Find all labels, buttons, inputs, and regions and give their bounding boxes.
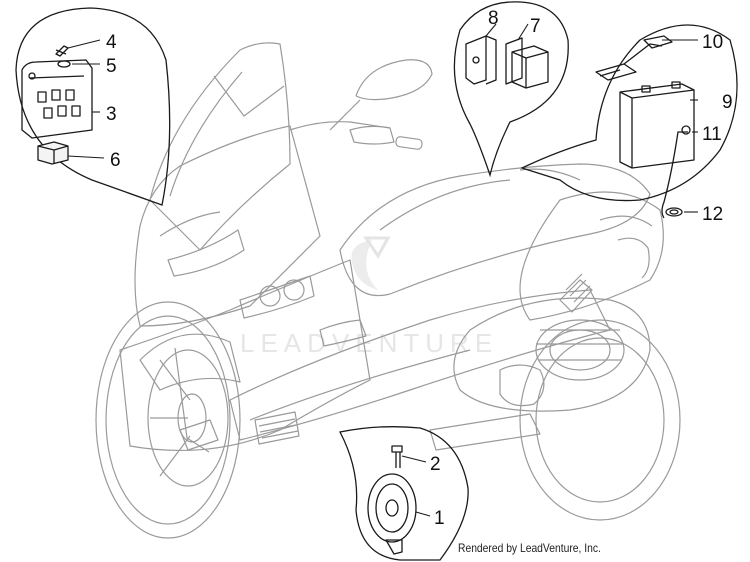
callout-6: 6 <box>110 150 121 171</box>
watermark: LEADVENTURE <box>240 236 498 358</box>
relay-bracket-plate <box>21 59 93 139</box>
leader-lines <box>67 23 698 517</box>
battery-strap <box>595 35 673 81</box>
callout-7: 7 <box>530 16 541 37</box>
bracket-screw <box>55 45 69 57</box>
mount-bracket <box>465 35 497 85</box>
fixing-clip <box>505 37 549 89</box>
cable-grommet <box>665 207 683 217</box>
horn-bolt <box>391 445 403 468</box>
callout-bubbles <box>15 1 738 561</box>
callout-12: 12 <box>702 204 723 225</box>
battery-cable <box>661 125 691 219</box>
callout-2: 2 <box>430 454 441 475</box>
callout-4: 4 <box>106 32 117 53</box>
bracket-washer <box>57 60 71 68</box>
callout-labels: 4 5 3 6 8 7 10 9 11 12 2 1 <box>106 8 733 529</box>
callout-3: 3 <box>106 104 117 125</box>
horn <box>367 473 417 555</box>
callout-11: 11 <box>702 124 722 145</box>
callout-8: 8 <box>488 8 499 29</box>
battery <box>619 81 695 169</box>
relay <box>37 141 69 165</box>
scooter-drawing <box>95 42 681 539</box>
callout-9: 9 <box>722 92 733 113</box>
render-credit: Rendered by LeadVenture, Inc. <box>458 541 601 555</box>
callout-5: 5 <box>106 56 117 77</box>
bubble-top-right <box>520 24 738 202</box>
callout-1: 1 <box>434 508 445 529</box>
watermark-text: LEADVENTURE <box>240 328 498 358</box>
bubble-bottom <box>339 426 469 561</box>
bubble-top-center <box>453 1 569 178</box>
callout-10: 10 <box>702 32 723 53</box>
bubble-left <box>15 7 171 206</box>
